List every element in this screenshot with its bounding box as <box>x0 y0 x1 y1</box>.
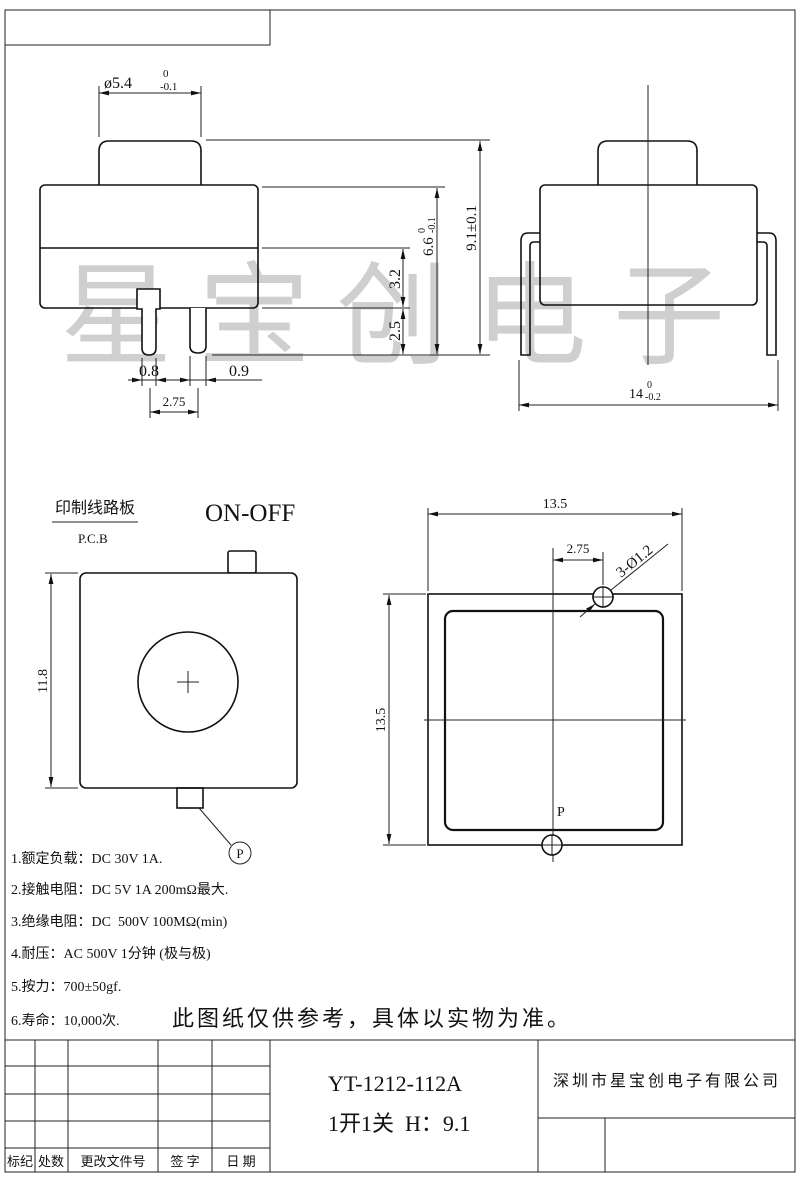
hole-spec-arrow <box>579 603 596 618</box>
section-height-dimensions: 3.2 2.5 <box>212 247 490 356</box>
front-view <box>520 85 777 365</box>
front-view-right-lead <box>757 232 777 356</box>
lead-span-lower-tolerance: -0.2 <box>645 392 661 403</box>
hole-offset-dimension: 2.75 <box>553 541 604 585</box>
footprint-width-dimension: 13.5 <box>427 497 683 591</box>
pin-width-dimensions: 0.8 0.9 <box>128 356 262 386</box>
note-withstand-voltage: 4.耐压：AC 500V 1分钟 (极与极) <box>11 945 211 962</box>
specification-notes: 1.额定负载：DC 30V 1A. 2.接触电阻：DC 5V 1A 200mΩ最… <box>11 851 572 1031</box>
pcb-view-title: ON-OFF <box>205 500 295 527</box>
revision-header-count: 处数 <box>38 1154 64 1169</box>
revision-header-document: 更改文件号 <box>80 1154 145 1169</box>
disclaimer: 此图纸仅供参考，具体以实物为准。 <box>172 1006 572 1031</box>
pcb-view-button-circle <box>137 631 239 733</box>
lead-span-value: 14 <box>629 387 643 402</box>
front-view-left-lead <box>520 232 540 356</box>
note-contact-resistance: 2.接触电阻：DC 5V 1A 200mΩ最大. <box>11 881 228 898</box>
left-pin-width-value: 0.8 <box>139 363 159 380</box>
pcb-height-value: 11.8 <box>36 669 51 693</box>
total-height-value: 9.1±0.1 <box>464 205 480 251</box>
footprint-width-value: 13.5 <box>543 497 568 512</box>
pin-marker-leader <box>198 807 232 846</box>
lead-span-upper-tolerance: 0 <box>647 380 652 391</box>
watermark: 星宝创电子 <box>60 256 725 380</box>
pin-pitch-dimension: 2.75 <box>149 388 199 418</box>
right-pin-width-value: 0.9 <box>229 363 249 380</box>
upper-section-value: 3.2 <box>387 269 404 289</box>
revision-header-date: 日 期 <box>226 1154 255 1169</box>
pin-pitch-value: 2.75 <box>163 394 186 409</box>
cap-diameter-value: ø5.4 <box>104 75 132 92</box>
pcb-pin-marker: P <box>236 846 243 861</box>
pcb-label-cn: 印制线路板 <box>55 499 135 517</box>
drawing-frame <box>4 9 796 1173</box>
side-view-left-pin <box>136 288 161 356</box>
hole-offset-value: 2.75 <box>567 541 590 556</box>
pin-length-value: 2.5 <box>387 321 404 341</box>
hole-spec-leader <box>610 543 669 591</box>
pcb-view: 印制线路板 P.C.B ON-OFF P <box>52 499 298 865</box>
body-height-value: 6.6 <box>421 237 437 256</box>
side-view-button-cap <box>98 140 202 185</box>
model-number: YT-1212-112A <box>328 1071 462 1096</box>
cap-diameter-upper-tolerance: 0 <box>163 68 169 80</box>
note-operating-force: 5.按力：700±50gf. <box>11 979 121 995</box>
note-rated-load: 1.额定负载：DC 30V 1A. <box>11 851 162 867</box>
total-height-dimension: 9.1±0.1 <box>206 139 490 354</box>
pcb-view-bottom-tab <box>176 787 204 809</box>
footprint-height-value: 13.5 <box>374 708 389 733</box>
revision-table: 标纪 处数 更改文件号 签 字 日 期 <box>5 1040 270 1172</box>
pin-marker-circle <box>228 841 252 865</box>
body-height-dimension: 6.6 0 -0.1 <box>262 186 445 354</box>
pcb-label-en: P.C.B <box>78 531 108 546</box>
footprint-height-dimension: 13.5 <box>374 593 426 846</box>
side-view-right-pin <box>189 308 207 354</box>
note-insulation-resistance: 3.绝缘电阻：DC 500V 100MΩ(min) <box>11 914 228 930</box>
lead-span-dimension: 14 0 -0.2 <box>518 360 779 411</box>
body-height-lower-tolerance: -0.1 <box>427 217 438 233</box>
revision-header-signature: 签 字 <box>170 1154 199 1169</box>
cap-diameter-lower-tolerance: -0.1 <box>160 81 177 93</box>
switch-configuration: 1开1关 H：9.1 <box>328 1111 470 1136</box>
body-height-upper-tolerance: 0 <box>417 228 428 233</box>
side-view <box>39 140 259 356</box>
pcb-height-dimension: 11.8 <box>36 572 78 789</box>
title-block: 标纪 处数 更改文件号 签 字 日 期 YT-1212-112A 1开1关 H：… <box>5 1039 795 1172</box>
note-lifetime: 6.寿命：10,000次. <box>11 1012 120 1029</box>
cap-diameter-dimension: ø5.4 0 -0.1 <box>98 68 202 137</box>
top-left-label-box <box>5 10 271 46</box>
company-name: 深圳市星宝创电子有限公司 <box>553 1072 781 1090</box>
footprint-pin-marker: P <box>557 805 565 820</box>
revision-header-mark: 标纪 <box>7 1154 33 1169</box>
